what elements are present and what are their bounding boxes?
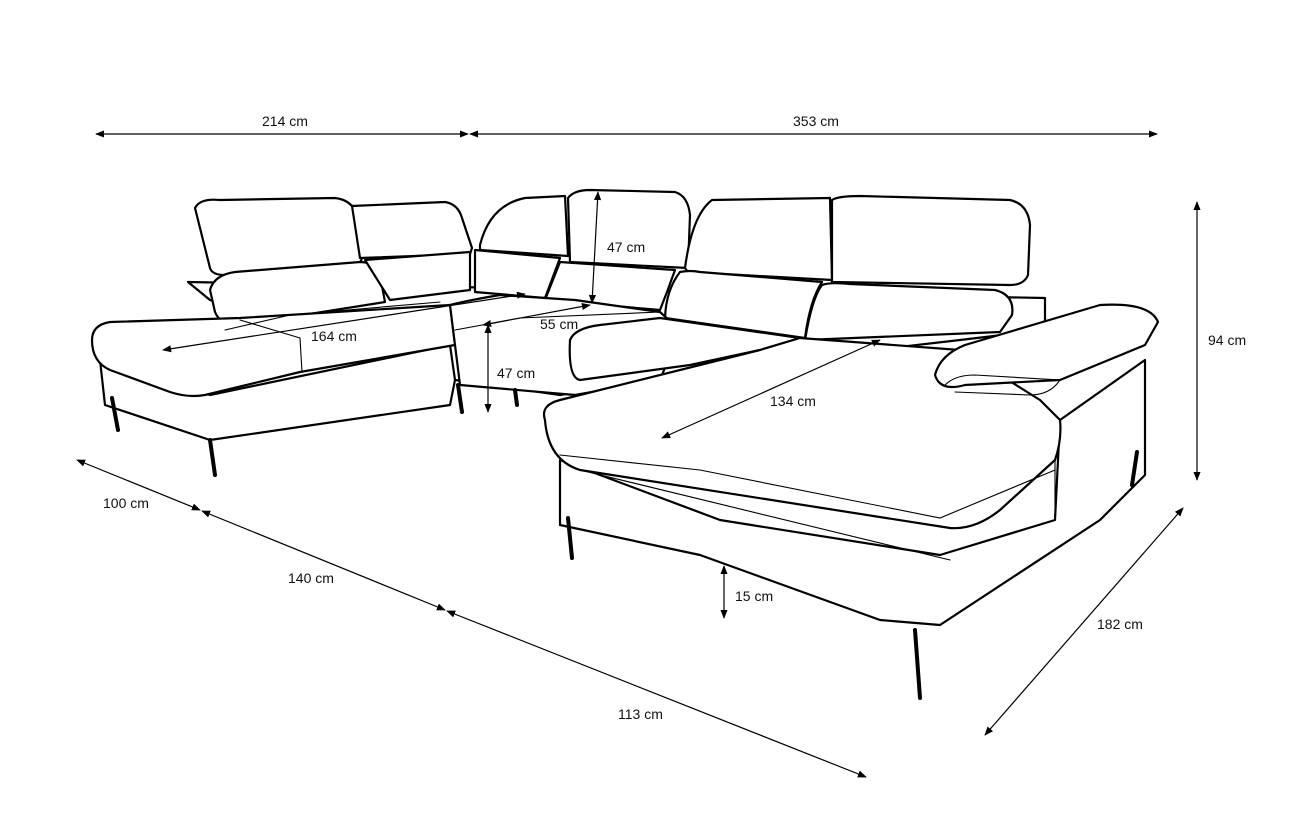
- back-cushion-middle-1: [473, 248, 562, 300]
- label-100: 100 cm: [103, 495, 149, 511]
- label-15: 15 cm: [735, 588, 773, 604]
- arrow-headrest-47: [588, 191, 602, 304]
- right-chaise-seam: [559, 454, 1056, 519]
- leg-5: [566, 516, 574, 560]
- leg-2: [208, 438, 217, 477]
- label-seat-47: 47 cm: [497, 365, 535, 381]
- leg-6: [913, 628, 922, 700]
- right-headrest-2: [830, 194, 1032, 287]
- arrow-134: [661, 339, 881, 439]
- back-cushion-middle-2: [543, 260, 677, 312]
- arrow-55: [482, 302, 591, 328]
- middle-headrest-2: [566, 188, 692, 270]
- label-55: 55 cm: [540, 316, 578, 332]
- left-chaise-front: [98, 343, 457, 442]
- right-armrest: [933, 303, 1160, 389]
- label-214: 214 cm: [262, 113, 308, 129]
- arrow-100: [76, 459, 201, 511]
- sofa-illustration: [90, 188, 1160, 700]
- arrow-140: [201, 510, 446, 611]
- right-armrest-inner: [944, 374, 1061, 396]
- label-94: 94 cm: [1208, 332, 1246, 348]
- middle-headrest-1: [478, 194, 570, 258]
- label-164: 164 cm: [311, 328, 357, 344]
- label-headrest-47: 47 cm: [607, 239, 645, 255]
- arrow-113: [446, 610, 867, 778]
- leg-1: [110, 396, 120, 432]
- label-113: 113 cm: [618, 706, 663, 722]
- label-134: 134 cm: [770, 393, 816, 409]
- label-140: 140 cm: [288, 570, 334, 586]
- dimension-labels: 214 cm 353 cm 47 cm 94 cm 164 cm 55 cm 4…: [103, 113, 1246, 722]
- leg-4: [513, 388, 519, 407]
- dimension-lines: [76, 130, 1201, 778]
- label-353: 353 cm: [793, 113, 839, 129]
- leg-7: [1130, 450, 1139, 487]
- right-headrest-1: [683, 196, 834, 282]
- label-182: 182 cm: [1097, 616, 1143, 632]
- arrow-164: [162, 291, 526, 353]
- back-cushion-left-2: [363, 250, 472, 302]
- back-cushion-right-2: [803, 282, 1014, 342]
- arrow-182: [984, 507, 1184, 736]
- right-chaise-front-seam: [579, 469, 951, 561]
- left-headrest-2: [350, 200, 474, 260]
- leg-3: [456, 383, 464, 414]
